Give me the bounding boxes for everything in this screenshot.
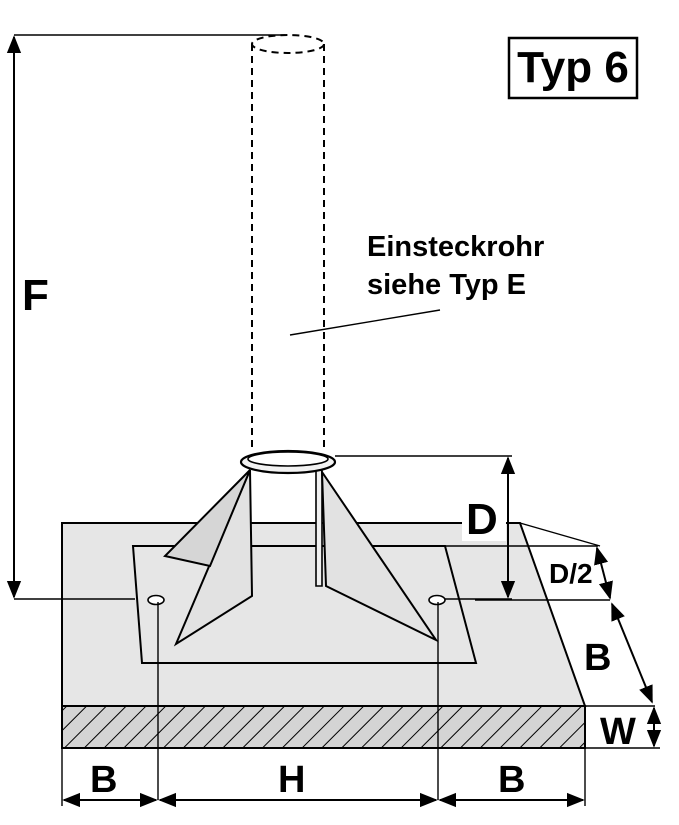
dimension-D: D [335,455,516,600]
dimension-D-half-and-B: D/2 B [445,522,655,707]
dimension-F: F [6,34,285,600]
label-D-half: D/2 [549,558,593,589]
note-leader-line [289,309,441,336]
gusset-ribs [163,468,439,647]
label-W: W [600,711,636,753]
label-D: D [466,495,498,544]
note-line-2: siehe Typ E [367,269,526,301]
label-B-bottom-right: B [498,759,525,801]
bolt-hole-right [428,594,446,606]
tube-collar [239,449,337,475]
label-F: F [22,271,49,320]
label-B-right: B [584,637,611,679]
dimension-bottom: B H B [61,748,586,808]
bolt-hole-left [147,594,165,606]
label-B-left: B [90,759,117,801]
type-badge-text: Typ 6 [517,43,629,92]
flange-plate [131,545,478,664]
note-line-1: Einsteckrohr [367,231,544,263]
dimension-W: W [585,706,662,753]
label-H: H [278,759,305,801]
insert-tube [251,34,325,452]
type-badge: Typ 6 [507,36,639,100]
